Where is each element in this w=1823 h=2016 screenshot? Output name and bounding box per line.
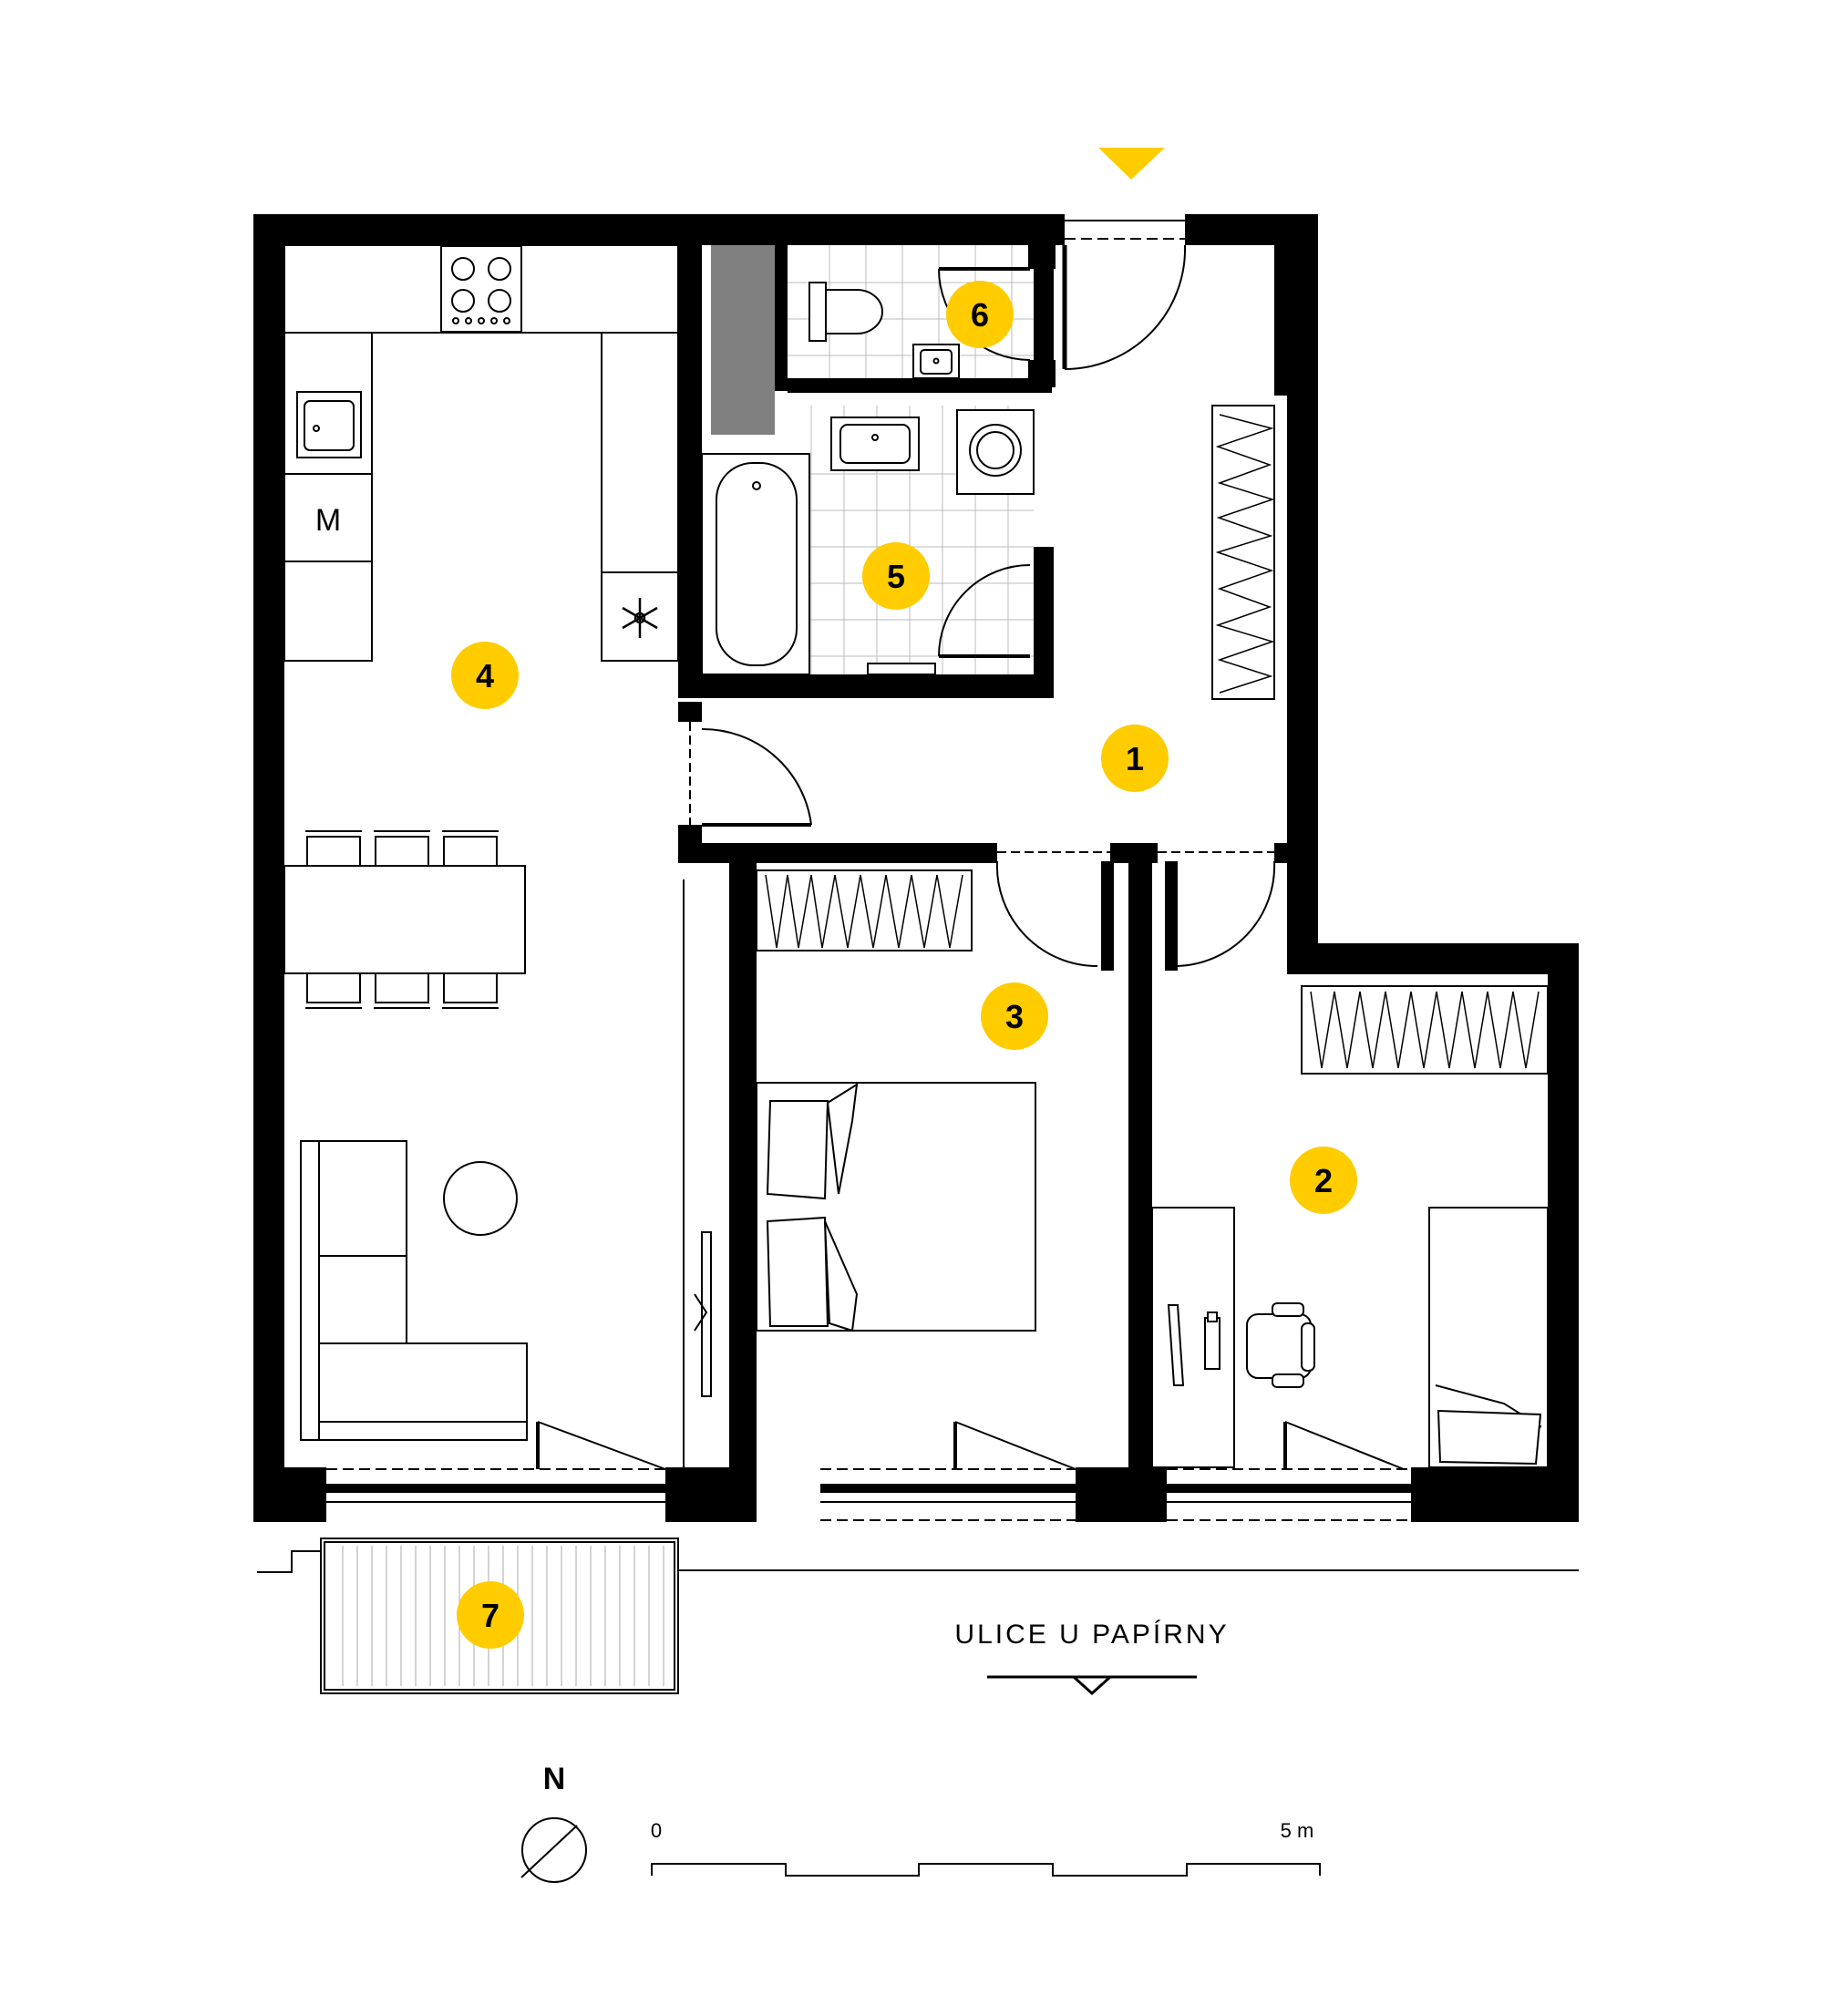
washing-machine-icon <box>956 409 1035 495</box>
facade-line <box>257 1550 1579 1573</box>
windows <box>326 220 1411 1521</box>
sliding-wardrobe <box>683 879 712 1467</box>
room-marker-3: 3 <box>981 982 1048 1050</box>
room-number-2: 2 <box>1314 1162 1333 1199</box>
washing-machine: M <box>283 473 373 562</box>
toilet-icon <box>809 282 883 342</box>
street-arrow-icon <box>987 1675 1197 1696</box>
room-marker-2: 2 <box>1290 1147 1357 1214</box>
room-marker-4: 4 <box>451 642 519 709</box>
dining-table <box>283 830 526 1009</box>
washbasin-icon <box>830 417 920 471</box>
bath-radiator <box>867 663 936 675</box>
room-number-1: 1 <box>1126 740 1144 777</box>
scale-start: 0 <box>651 1819 662 1842</box>
bedroom-wardrobe <box>756 869 973 951</box>
entrance-arrow-icon <box>1098 148 1165 180</box>
north-arrow-icon <box>520 1817 587 1883</box>
outer-walls <box>253 214 1579 1522</box>
scale-bar <box>651 1863 1321 1877</box>
bathtub-icon <box>701 453 810 675</box>
room-wardrobe <box>1301 985 1549 1075</box>
desk <box>1151 1207 1235 1468</box>
wc-basin-icon <box>912 344 960 379</box>
kitchen-sink-icon <box>296 391 362 458</box>
north-label: N <box>543 1762 566 1796</box>
room-marker-7: 7 <box>457 1581 524 1649</box>
room-number-5: 5 <box>887 558 905 595</box>
kitchen-counter <box>283 244 679 662</box>
coffee-table <box>443 1161 518 1236</box>
hall-wardrobe <box>1211 405 1275 700</box>
room-marker-6: 6 <box>946 281 1014 348</box>
single-bed <box>1428 1207 1549 1468</box>
room-marker-5: 5 <box>862 542 930 610</box>
washer-label: M <box>315 503 341 538</box>
snowflake-icon <box>622 598 658 638</box>
double-bed <box>756 1082 1036 1332</box>
room-number-4: 4 <box>476 657 494 694</box>
room-number-7: 7 <box>481 1597 500 1634</box>
street-label: ULICE U PAPÍRNY <box>954 1620 1229 1650</box>
sofa <box>300 1140 528 1441</box>
desk-chair <box>1246 1302 1315 1388</box>
room-marker-1: 1 <box>1101 725 1169 792</box>
room-number-6: 6 <box>971 296 989 334</box>
shaft-wall <box>775 245 788 391</box>
scale-end: 5 m <box>1281 1819 1314 1842</box>
room-number-3: 3 <box>1005 998 1024 1035</box>
balcony <box>320 1538 679 1694</box>
cooktop-icon <box>440 245 522 333</box>
interior-walls <box>678 214 1318 1472</box>
installation-shaft <box>711 245 775 435</box>
